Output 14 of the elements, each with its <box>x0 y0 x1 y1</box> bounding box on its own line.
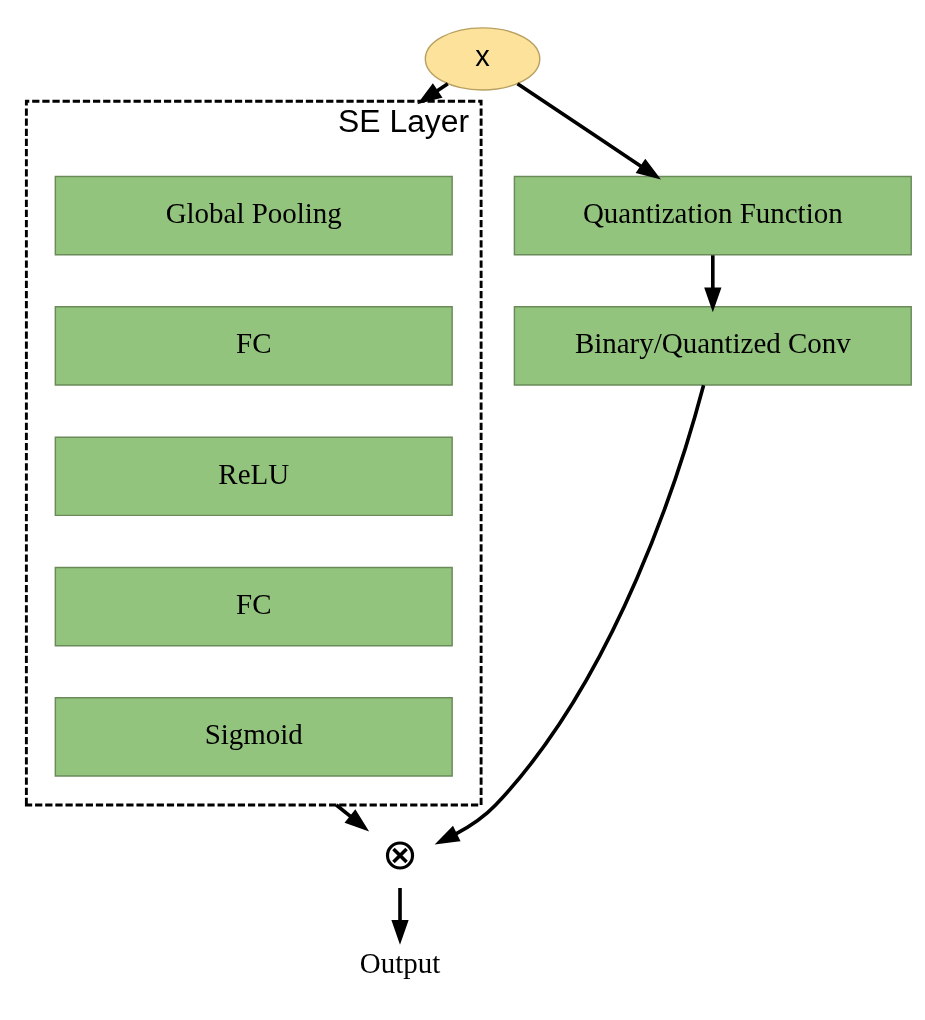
node-box: Binary/Quantized Conv <box>513 306 912 386</box>
node-text: ⊗ <box>381 829 418 878</box>
node-box: Sigmoid <box>54 697 453 777</box>
arrow <box>516 82 661 180</box>
node-box: Quantization Function <box>513 175 912 256</box>
node-box: FC <box>54 306 453 386</box>
arrow <box>334 803 369 832</box>
arrow <box>703 255 721 313</box>
node-box: Global Pooling <box>54 175 453 256</box>
arrow <box>390 888 409 945</box>
arrow <box>434 384 705 845</box>
node-box: ReLU <box>54 436 453 517</box>
node-box: FC <box>54 566 453 647</box>
node-text: Output <box>359 947 440 979</box>
